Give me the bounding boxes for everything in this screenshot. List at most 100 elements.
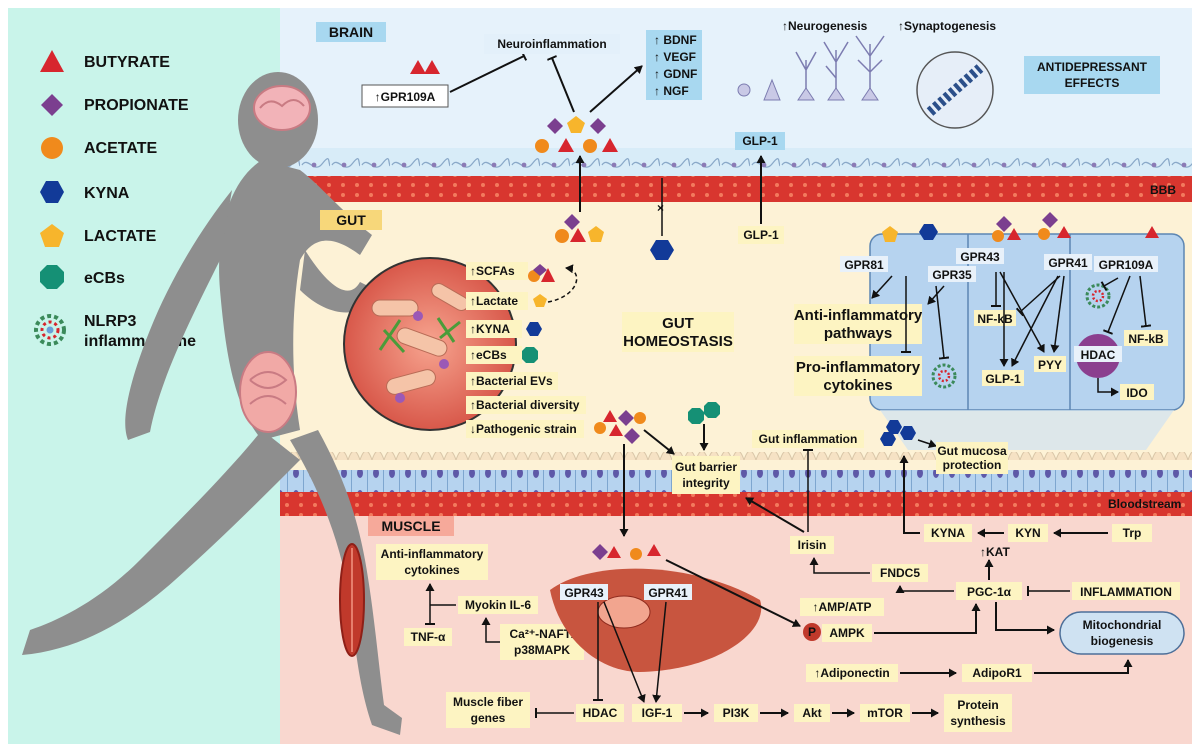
neurogenesis-label: ↑Neurogenesis [782, 19, 868, 33]
factor-gdnf: ↑ GDNF [654, 67, 697, 81]
nfkb-1-box [974, 310, 1016, 326]
gpr41-to-glp1 [1011, 275, 1059, 367]
ido-label: IDO [1126, 386, 1147, 400]
lactate-icon [40, 224, 64, 247]
brain-organ-icon [253, 85, 311, 131]
gut-mucosa-label-2: protection [943, 458, 1002, 472]
brain-glp1-label: GLP-1 [742, 134, 778, 148]
neurons-illustration [737, 35, 885, 101]
anti-inflammatory-pathways-box [794, 304, 922, 344]
brain-gpr109a: ↑GPR109A [375, 90, 436, 104]
neuroinflammation-label: Neuroinflammation [497, 37, 606, 51]
ampk-to-pgc1a [874, 603, 981, 634]
gpr109a-inhibits-nlrp3 [1100, 277, 1119, 291]
gut-effects-icons [522, 264, 555, 363]
glp1-cell-box [982, 370, 1024, 386]
runner-leg-front [290, 430, 402, 735]
gpr41-to-pyy [1050, 275, 1065, 353]
brain-folds [259, 99, 305, 109]
adipor1-label: AdipoR1 [972, 666, 1022, 680]
gut-homeostasis-box [622, 312, 734, 352]
brain-title-box [316, 22, 386, 42]
gpr41-muscle-box [644, 584, 692, 600]
pgc1a-label: PGC-1α [967, 585, 1012, 599]
akt-box [794, 704, 830, 722]
igf1-box [632, 704, 682, 722]
gpr41-gut-label: GPR41 [1048, 256, 1088, 270]
gpr81-to-anti-inflammatory [871, 275, 893, 299]
gut-homeostasis-label-2: HOMEOSTASIS [623, 333, 733, 350]
ca-naft-label-1: Ca²⁺-NAFT/ [510, 627, 576, 641]
protein-synthesis-label-1: Protein [957, 698, 998, 712]
hdac-muscle-label: HDAC [583, 706, 618, 720]
fndc5-label: FNDC5 [880, 566, 920, 580]
butyrate-icon [410, 60, 426, 74]
kyna-icon [40, 181, 64, 203]
bacteria-illustration [371, 283, 469, 403]
gpr35-inhibits-nlrp3 [935, 285, 950, 360]
gpr43-muscle-label: GPR43 [564, 586, 604, 600]
mucosa-kyna-cluster [880, 420, 916, 446]
antidepressant-label: ANTIDEPRESSANT [1037, 60, 1148, 74]
blocked-mark: × [657, 201, 664, 215]
gut-mucosa-box [936, 442, 1008, 474]
legend-acetate: ACETATE [84, 140, 158, 157]
gut-barrier-label-1: Gut barrier [675, 460, 737, 474]
mitochondrial-biogenesis-box [1059, 611, 1185, 655]
gut-cell-metabolites [882, 212, 1159, 242]
irisin-box [790, 536, 834, 554]
kyna-muscle-label: KYNA [931, 526, 965, 540]
butyrate-icon [40, 50, 64, 72]
mitochondrial-label-1: Mitochondrial [1083, 618, 1162, 632]
muscle-fiber-label-2: genes [471, 711, 506, 725]
pro-inflammatory-cytokines-box [794, 356, 922, 396]
gpr43-gut-box [956, 248, 1004, 264]
gut-metabolite-cluster [555, 214, 604, 243]
amp-atp-label: ↑AMP/ATP [812, 600, 871, 614]
muscle-metabolite-cluster [592, 544, 661, 560]
pyy-box [1034, 356, 1066, 372]
gpr43-to-igf [603, 601, 646, 703]
protein-synthesis-box [944, 694, 1012, 732]
ampk-box [822, 624, 872, 642]
muscle-title: MUSCLE [381, 518, 440, 534]
antidepressant-box [1024, 56, 1160, 94]
inflammation-box [1072, 582, 1180, 600]
ca-naft-label-2: p38MAPK [514, 643, 570, 657]
nfkb-2-box [1124, 330, 1168, 346]
gpr35-box [928, 266, 976, 282]
gpr43-gut-label: GPR43 [960, 250, 1000, 264]
gpr109a-gut-label: GPR109A [1099, 258, 1154, 272]
ido-box [1120, 384, 1154, 400]
gpr35-to-anti-inflammatory [927, 285, 945, 305]
mtor-label: mTOR [867, 706, 903, 720]
protein-synthesis-label-2: synthesis [950, 714, 1006, 728]
nlrp3-inflammasome-cell-icon [1085, 283, 1111, 309]
factor-vegf: ↑ VEGF [654, 50, 696, 64]
anti-cytokines-label-2: cytokines [404, 563, 460, 577]
ecbs-icon [40, 265, 64, 289]
gut-mucosa-label-1: Gut mucosa [937, 444, 1007, 458]
brain-title: BRAIN [329, 24, 373, 40]
legend-nlrp3: NLRP3 [84, 313, 137, 330]
legend-ecbs: eCBs [84, 270, 125, 287]
effect-ecbs: ↑eCBs [470, 348, 507, 362]
neuroinflammation-box [484, 34, 620, 54]
pgc1a-to-mitochondria [995, 602, 1055, 635]
bbb-vessel [280, 176, 1192, 202]
gut-glp1-label: GLP-1 [743, 228, 779, 242]
ca-naft-to-il6 [481, 617, 500, 643]
gpr109a-inhibits-neuroinflammation [449, 51, 528, 93]
gut-title-box [320, 210, 382, 230]
blood-brain-barrier-cells [280, 148, 1192, 176]
ampk-label: AMPK [829, 626, 865, 640]
butyrate-icon [424, 60, 440, 74]
adiponectin-box [806, 664, 898, 682]
muscle-nucleus [597, 595, 651, 629]
nfkb-2-label: NF-kB [1128, 332, 1164, 346]
bbb-label: BBB [1150, 183, 1176, 197]
synapse-illustration [916, 51, 994, 129]
scfa-to-barrier [643, 429, 675, 455]
hdac-gut-box [1074, 346, 1122, 362]
